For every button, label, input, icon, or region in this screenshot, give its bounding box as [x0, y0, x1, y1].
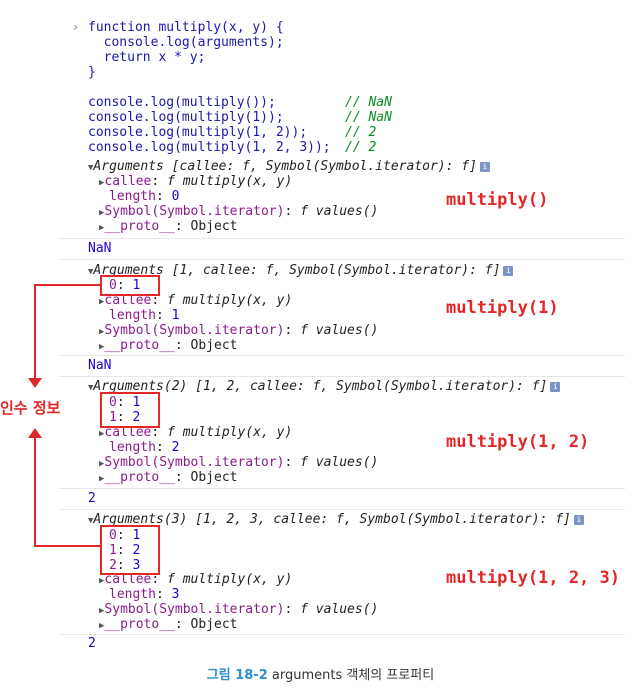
- arrow-up-icon: [28, 428, 42, 438]
- return-value: 2: [88, 636, 96, 651]
- call-comment: // 2: [345, 125, 377, 140]
- info-icon: i: [573, 514, 584, 525]
- arrow-line: [34, 545, 101, 547]
- call-annotation: multiply(1, 2): [446, 432, 590, 452]
- proto-property[interactable]: ▶__proto__: Object: [99, 219, 238, 234]
- expand-triangle-icon[interactable]: ▶: [99, 576, 105, 586]
- proto-property[interactable]: ▶__proto__: Object: [99, 338, 238, 353]
- index-highlight-box: [100, 525, 160, 575]
- arguments-header[interactable]: ▼Arguments(2) [1, 2, callee: f, Symbol(S…: [88, 379, 561, 396]
- prompt-chevron-icon: ›: [72, 20, 80, 34]
- expand-triangle-icon[interactable]: ▶: [99, 429, 105, 439]
- index-property: 0: 1: [109, 528, 141, 543]
- call-annotation: multiply(1, 2, 3): [446, 568, 620, 588]
- iterator-property[interactable]: ▶Symbol(Symbol.iterator): f values(): [99, 323, 379, 338]
- expand-triangle-icon[interactable]: ▼: [88, 267, 94, 277]
- arguments-header[interactable]: ▼Arguments [1, callee: f, Symbol(Symbol.…: [88, 263, 514, 280]
- length-property: length: 1: [109, 308, 180, 323]
- code-line: }: [88, 65, 96, 80]
- index-property: 1: 2: [109, 543, 141, 558]
- expand-triangle-icon[interactable]: ▶: [99, 178, 105, 188]
- divider: [59, 488, 625, 489]
- call-annotation: multiply(1): [446, 298, 559, 318]
- call-annotation: multiply(): [446, 190, 549, 210]
- arguments-header[interactable]: ▼Arguments(3) [1, 2, 3, callee: f, Symbo…: [88, 512, 584, 529]
- callee-property[interactable]: ▶callee: f multiply(x, y): [99, 174, 293, 189]
- divider: [59, 376, 625, 377]
- divider: [59, 634, 625, 635]
- divider: [59, 509, 625, 510]
- arrow-line: [34, 284, 36, 380]
- divider: [59, 355, 625, 356]
- call-line: console.log(multiply());: [88, 95, 276, 110]
- expand-triangle-icon[interactable]: ▼: [88, 163, 94, 173]
- expand-triangle-icon[interactable]: ▶: [99, 621, 105, 631]
- console-panel: › function multiply(x, y) { console.log(…: [59, 15, 625, 652]
- side-label: 인수 정보: [0, 399, 61, 417]
- call-comment: // NaN: [345, 95, 392, 110]
- info-icon: i: [479, 161, 490, 172]
- return-value: 2: [88, 491, 96, 506]
- expand-triangle-icon[interactable]: ▶: [99, 474, 105, 484]
- callee-property[interactable]: ▶callee: f multiply(x, y): [99, 425, 293, 440]
- index-property: 2: 3: [109, 558, 141, 573]
- arrow-down-icon: [28, 378, 42, 388]
- index-highlight-box: [100, 275, 160, 296]
- index-property: 0: 1: [109, 395, 141, 410]
- expand-triangle-icon[interactable]: ▶: [99, 606, 105, 616]
- info-icon: i: [503, 265, 514, 276]
- call-comment: // NaN: [345, 110, 392, 125]
- code-line: function multiply(x, y) {: [88, 20, 284, 35]
- index-property: 1: 2: [109, 410, 141, 425]
- length-property: length: 3: [109, 587, 180, 602]
- expand-triangle-icon[interactable]: ▶: [99, 459, 105, 469]
- callee-property[interactable]: ▶callee: f multiply(x, y): [99, 293, 293, 308]
- call-line: console.log(multiply(1, 2));: [88, 125, 308, 140]
- divider: [59, 259, 625, 260]
- callee-property[interactable]: ▶callee: f multiply(x, y): [99, 572, 293, 587]
- iterator-property[interactable]: ▶Symbol(Symbol.iterator): f values(): [99, 602, 379, 617]
- return-value: NaN: [88, 358, 112, 373]
- index-highlight-box: [100, 392, 160, 428]
- expand-triangle-icon[interactable]: ▼: [88, 516, 94, 526]
- call-comment: // 2: [345, 140, 377, 155]
- iterator-property[interactable]: ▶Symbol(Symbol.iterator): f values(): [99, 204, 379, 219]
- figure-caption: 그림 18-2 arguments 객체의 프로퍼티: [206, 668, 435, 683]
- length-property: length: 0: [109, 189, 180, 204]
- expand-triangle-icon[interactable]: ▶: [99, 297, 105, 307]
- length-property: length: 2: [109, 440, 180, 455]
- expand-triangle-icon[interactable]: ▶: [99, 342, 105, 352]
- code-line: console.log(arguments);: [88, 35, 284, 50]
- proto-property[interactable]: ▶__proto__: Object: [99, 470, 238, 485]
- proto-property[interactable]: ▶__proto__: Object: [99, 617, 238, 632]
- arrow-line: [34, 437, 36, 547]
- call-line: console.log(multiply(1));: [88, 110, 284, 125]
- index-property: 0: 1: [109, 278, 141, 293]
- expand-triangle-icon[interactable]: ▶: [99, 327, 105, 337]
- expand-triangle-icon[interactable]: ▶: [99, 208, 105, 218]
- expand-triangle-icon[interactable]: ▶: [99, 223, 105, 233]
- arguments-header[interactable]: ▼Arguments [callee: f, Symbol(Symbol.ite…: [88, 159, 490, 176]
- code-line: return x * y;: [88, 50, 206, 65]
- iterator-property[interactable]: ▶Symbol(Symbol.iterator): f values(): [99, 455, 379, 470]
- info-icon: i: [550, 381, 561, 392]
- call-line: console.log(multiply(1, 2, 3));: [88, 140, 331, 155]
- return-value: NaN: [88, 241, 112, 256]
- divider: [59, 238, 625, 239]
- expand-triangle-icon[interactable]: ▼: [88, 383, 94, 393]
- arrow-line: [34, 284, 101, 286]
